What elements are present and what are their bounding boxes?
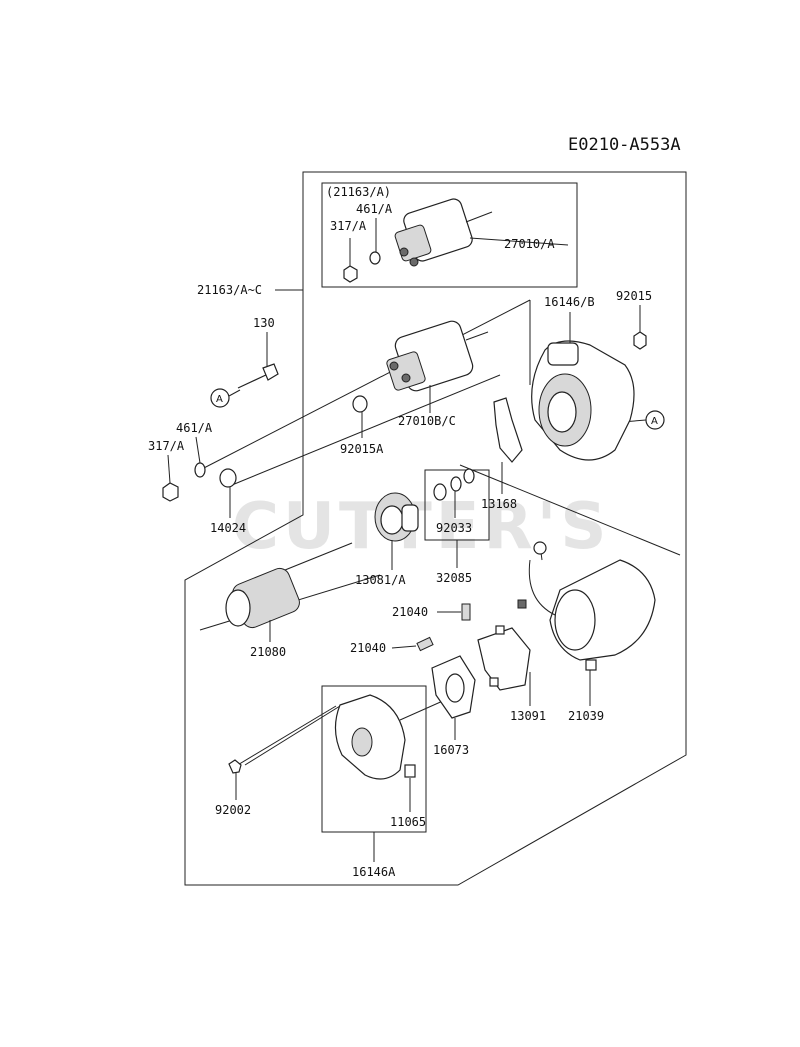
- nut-92015a: [352, 395, 368, 413]
- leader-461a: [195, 436, 201, 464]
- leader-317a: [167, 454, 171, 484]
- axis-line-upper: [199, 299, 531, 471]
- label-13168: 13168: [481, 497, 517, 511]
- spring-21040-lower: [416, 636, 434, 652]
- nut-317-a-top: [343, 265, 358, 283]
- end-cover-16146a: [334, 694, 406, 780]
- label-21163-a-c: 21163/A~C: [197, 283, 262, 297]
- bolt-130: [237, 363, 279, 389]
- solenoid-27010-a: [394, 198, 569, 267]
- leader-21040-b: [391, 645, 417, 649]
- label-13081-a: 13081/A: [355, 573, 406, 587]
- label-461-a-top: 461/A: [356, 202, 393, 216]
- axis-line-bolt: [244, 705, 341, 766]
- callout-a-right: A: [645, 410, 665, 430]
- pinion-13081-a: [374, 492, 419, 542]
- label-27010-a: 27010/A: [504, 237, 555, 251]
- label-92015a: 92015A: [340, 442, 384, 456]
- callout-a-left-line: [228, 389, 241, 397]
- axis-line-mid: [231, 374, 501, 486]
- label-21040-lower: 21040: [350, 641, 386, 655]
- label-13091: 13091: [510, 709, 546, 723]
- diagram-code: E0210-A553A: [568, 135, 681, 155]
- label-92002: 92002: [215, 803, 251, 817]
- washer-461-a-top: [369, 251, 381, 265]
- label-16073: 16073: [433, 743, 469, 757]
- label-11065: 11065: [390, 815, 426, 829]
- yoke-field-frame: [517, 541, 656, 671]
- assembly-outline: [184, 171, 687, 886]
- lever-13168: [493, 397, 523, 463]
- axis-line-right: [459, 464, 681, 556]
- axis-line-cover: [399, 699, 446, 721]
- callout-a-left: A: [210, 388, 230, 408]
- svg-text:A: A: [651, 416, 658, 427]
- washer-461-a: [194, 462, 206, 478]
- brush-holder-13091: [477, 625, 531, 691]
- label-461-a: 461/A: [176, 421, 213, 435]
- watermark-text: CUTTER'S: [232, 490, 610, 564]
- label-14024: 14024: [210, 521, 246, 535]
- label-21080: 21080: [250, 645, 286, 659]
- label-16146-b: 16146/B: [544, 295, 595, 309]
- spring-21040-upper: [461, 603, 471, 621]
- label-16146a: 16146A: [352, 865, 396, 879]
- label-92033: 92033: [436, 521, 472, 535]
- nut-317-a: [162, 482, 179, 502]
- svg-text:A: A: [216, 394, 223, 405]
- label-92015: 92015: [616, 289, 652, 303]
- label-317-a-top: 317/A: [330, 219, 367, 233]
- label-21039: 21039: [568, 709, 604, 723]
- label-21040-upper: 21040: [392, 605, 428, 619]
- label-317-a: 317/A: [148, 439, 185, 453]
- label-32085: 32085: [436, 571, 472, 585]
- solenoid-27010-bc: [386, 320, 489, 392]
- armature-21080: [225, 542, 353, 629]
- brush-11065: [404, 764, 416, 778]
- bushing-14024: [219, 468, 237, 488]
- nut-92015: [633, 331, 647, 350]
- bolt-92002: [228, 705, 337, 774]
- housing-16146-b: [531, 340, 635, 461]
- label-130: 130: [253, 316, 275, 330]
- label-21163-a-box: (21163/A): [326, 185, 391, 199]
- plate-16073: [431, 655, 476, 719]
- label-27010-bc: 27010B/C: [398, 414, 456, 428]
- solenoid-subassembly-box: [321, 182, 578, 288]
- washers-92033: [433, 468, 475, 501]
